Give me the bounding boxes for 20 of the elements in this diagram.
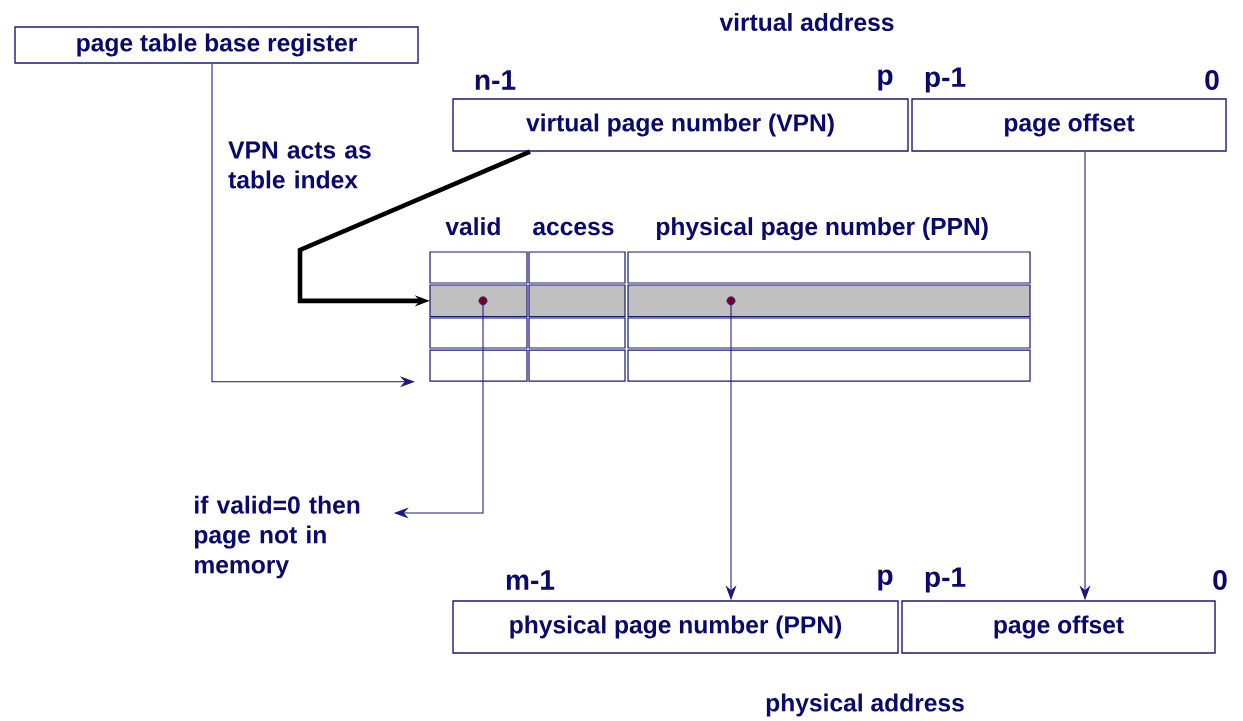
note-text: if valid=0 then page not in memory (195, 495, 360, 579)
title-text: virtual address (719, 12, 894, 32)
node-label: physical page number (PPN) (656, 217, 988, 241)
bit-index: 0 (1213, 570, 1227, 590)
field-box: page offset (911, 98, 1227, 152)
node-label: access (533, 221, 614, 236)
field-box: virtual page number (VPN) (452, 98, 909, 152)
bit-index: p (878, 569, 893, 591)
bit-index: p-1 (925, 67, 966, 93)
bit-index: n-1 (475, 70, 516, 90)
table-row (429, 284, 1031, 318)
note-text: VPN acts as table index (228, 141, 371, 189)
bit-index: p (878, 69, 893, 91)
title-text: physical address (766, 693, 964, 717)
field-box: page offset (901, 600, 1216, 654)
field-box: page table base register (14, 26, 419, 64)
field-box: physical page number (PPN) (452, 600, 899, 654)
page-table: valid access physical page number (PPN) (429, 217, 1031, 382)
node-label: valid (445, 217, 500, 236)
bit-index: p-1 (925, 567, 966, 593)
